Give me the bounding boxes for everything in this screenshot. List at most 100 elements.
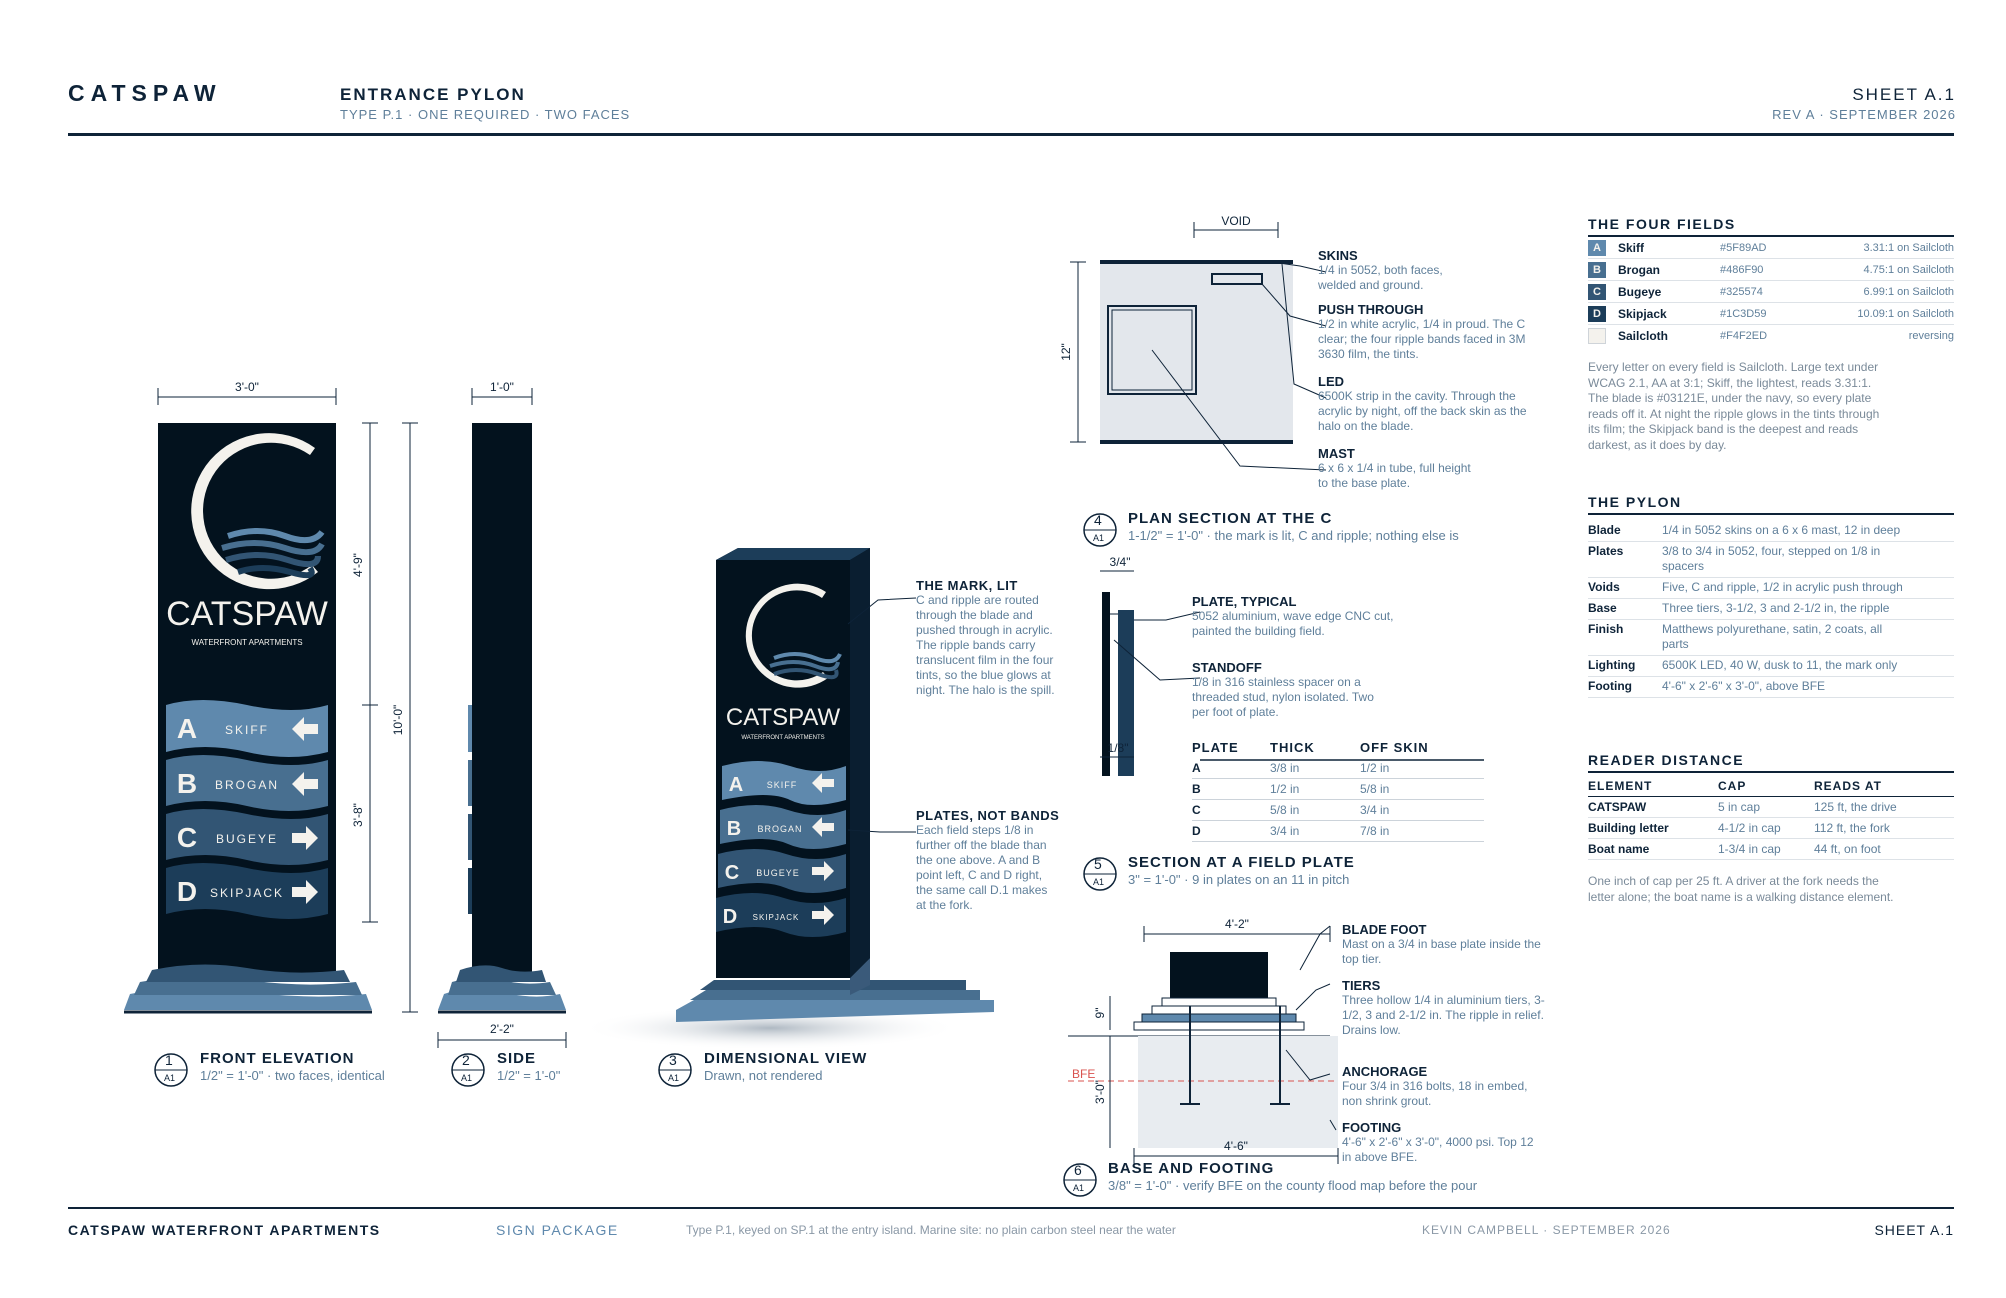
front-tagline: WATERFRONT APARTMENTS: [191, 638, 302, 647]
front-plate-a-letter: A: [177, 713, 197, 744]
view-5-number: 5: [1094, 856, 1102, 872]
spec-row: Blade 1/4 in 5052 skins on a 6 x 6 mast,…: [1588, 521, 1954, 542]
field-row: Sailcloth #F4F2ED reversing: [1588, 325, 1954, 346]
dim-plan-depth: 12": [1059, 343, 1073, 361]
field-swatch: B: [1588, 261, 1606, 278]
view-3-scale: Drawn, not rendered: [704, 1068, 823, 1083]
field-swatch: D: [1588, 305, 1606, 322]
dim-front-width: 3'-0": [235, 380, 259, 394]
base-footing: 4'-2" BFE 9" 3'-0" 4'-6": [1068, 917, 1339, 1164]
reader-distance-heading: READER DISTANCE: [1588, 752, 1745, 768]
dim-base-rise: 9": [1093, 1008, 1107, 1019]
callout-tiers: TIERS Three hollow 1/4 in aluminium tier…: [1342, 978, 1552, 1038]
plate-table-header: THICK: [1270, 740, 1315, 755]
view-4-scale: 1-1/2" = 1'-0" · the mark is lit, C and …: [1128, 528, 1459, 543]
footer-project: CATSPAW WATERFRONT APARTMENTS: [68, 1222, 381, 1238]
callout-text: 1/4 in 5052, both faces, welded and grou…: [1318, 263, 1443, 292]
dim-plate-thick: 1/8": [1108, 741, 1129, 755]
table-row: A 3/8 in 1/2 in: [1192, 761, 1484, 779]
left-arrow-icon: [292, 772, 318, 796]
dim-plate-c-letter: C: [725, 862, 739, 884]
callout-title: TIERS: [1342, 978, 1381, 993]
field-hex: #486F90: [1720, 263, 1764, 276]
right-arrow-icon: [292, 826, 318, 850]
callout-led: LED 6500K strip in the cavity. Through t…: [1318, 374, 1528, 434]
view-1-scale: 1/2" = 1'-0" · two faces, identical: [200, 1068, 385, 1083]
field-name: Skiff: [1618, 240, 1645, 255]
callout-text: 1/2 in white acrylic, 1/4 in proud. The …: [1318, 317, 1526, 361]
dim-upper: 4'-9": [351, 553, 365, 577]
callout-title: FOOTING: [1342, 1120, 1402, 1135]
callout-title: LED: [1318, 374, 1344, 389]
dim-plate-b-letter: B: [727, 818, 741, 840]
dim-plate-a-letter: A: [729, 774, 743, 796]
field-name: Brogan: [1618, 262, 1660, 277]
reader-distance-panel: READER DISTANCE ELEMENT CAP READS AT CAT…: [1588, 752, 1954, 905]
dim-base-top: 4'-2": [1225, 917, 1249, 931]
bfe-label: BFE: [1072, 1067, 1095, 1081]
callout-blade-foot: BLADE FOOT Mast on a 3/4 in base plate i…: [1342, 922, 1542, 967]
callout-text: 6 x 6 x 1/4 in tube, full height to the …: [1318, 461, 1471, 490]
view-5-title: SECTION AT A FIELD PLATE: [1128, 854, 1355, 871]
front-plate-b-name: BROGAN: [215, 778, 279, 792]
dim-plate-a: A SKIFF: [722, 761, 846, 805]
callout-title: PLATES, NOT BANDS: [916, 808, 1060, 823]
view-2-scale: 1/2" = 1'-0": [497, 1068, 561, 1083]
front-plate-c-name: BUGEYE: [216, 832, 278, 846]
front-plate-d-name: SKIPJACK: [210, 886, 284, 900]
field-name: Bugeye: [1618, 284, 1662, 299]
left-arrow-icon: [812, 817, 834, 837]
footer-package: SIGN PACKAGE: [496, 1222, 619, 1238]
front-plate-d: D SKIPJACK: [166, 863, 328, 919]
dim-plate-c: C BUGEYE: [718, 849, 846, 893]
view-markers: [154, 513, 1117, 1197]
footer-note: Type P.1, keyed on SP.1 at the entry isl…: [686, 1223, 1176, 1237]
header-rule: [68, 133, 1954, 136]
spec-row: Finish Matthews polyurethane, satin, 2 c…: [1588, 620, 1954, 656]
front-wordmark: CATSPAW: [166, 595, 328, 633]
four-fields-list: A Skiff #5F89AD 3.31:1 on Sailcloth B Br…: [1588, 237, 1954, 346]
reader-distance-note: One inch of cap per 25 ft. A driver at t…: [1588, 874, 1894, 904]
spec-row: Base Three tiers, 3-1/2, 3 and 2-1/2 in,…: [1588, 599, 1954, 620]
dim-lower: 3'-8": [351, 803, 365, 827]
field-swatch: C: [1588, 283, 1606, 300]
dim-plate-c-name: BUGEYE: [756, 868, 800, 878]
view-1-number: 1: [165, 1052, 173, 1068]
callout-plates: PLATES, NOT BANDS Each field steps 1/8 i…: [916, 808, 1060, 913]
callout-text: 4'-6" x 2'-6" x 3'-0", 4000 psi. Top 12 …: [1342, 1135, 1534, 1164]
four-fields-panel: THE FOUR FIELDS A Skiff #5F89AD 3.31:1 o…: [1588, 216, 1954, 453]
field-hex: #1C3D59: [1720, 307, 1767, 320]
left-arrow-icon: [812, 773, 834, 793]
callout-title: ANCHORAGE: [1342, 1064, 1428, 1079]
dim-base-side: 2'-2": [490, 1022, 514, 1036]
dim-plate-b-name: BROGAN: [757, 824, 802, 834]
field-row: A Skiff #5F89AD 3.31:1 on Sailcloth: [1588, 237, 1954, 259]
plate-section: 3/4" 1/8": [1100, 555, 1484, 776]
table-row: D 3/4 in 7/8 in: [1192, 824, 1484, 842]
right-arrow-icon: [812, 861, 834, 881]
page-title: ENTRANCE PYLON: [340, 85, 526, 104]
table-row: Building letter 4-1/2 in cap 112 ft, the…: [1588, 818, 1954, 839]
dim-void: VOID: [1221, 214, 1251, 228]
callout-anchorage: ANCHORAGE Four 3/4 in 316 bolts, 18 in e…: [1342, 1064, 1542, 1109]
callout-title: THE MARK, LIT: [916, 578, 1018, 593]
callout-text: Each field steps 1/8 in further off the …: [916, 823, 1048, 912]
callout-text: C and ripple are routed through the blad…: [916, 593, 1055, 697]
view-6-title: BASE AND FOOTING: [1108, 1160, 1275, 1177]
front-elevation: 3'-0" CATSPAW WATERFRONT APARTMENTS A SK…: [124, 380, 418, 1014]
plate-table-header: OFF SKIN: [1360, 740, 1429, 755]
table-row: CATSPAW 5 in cap 125 ft, the drive: [1588, 797, 1954, 818]
front-plate-a: A SKIFF: [166, 700, 328, 757]
right-arrow-icon: [812, 905, 834, 925]
dim-side-width: 1'-0": [490, 380, 514, 394]
reader-header: ELEMENT: [1588, 779, 1653, 793]
view-2-number: 2: [462, 1052, 470, 1068]
view-4-sheet: A1: [1093, 533, 1105, 543]
page-subtitle: TYPE P.1 · ONE REQUIRED · TWO FACES: [340, 107, 631, 122]
dim-view-tagline: WATERFRONT APARTMENTS: [741, 735, 824, 741]
table-row: C 5/8 in 3/4 in: [1192, 803, 1484, 821]
callout-title: PUSH THROUGH: [1318, 302, 1424, 317]
table-row: Boat name 1-3/4 in cap 44 ft, on foot: [1588, 839, 1954, 860]
callout-mark-lit: THE MARK, LIT C and ripple are routed th…: [916, 578, 1066, 698]
